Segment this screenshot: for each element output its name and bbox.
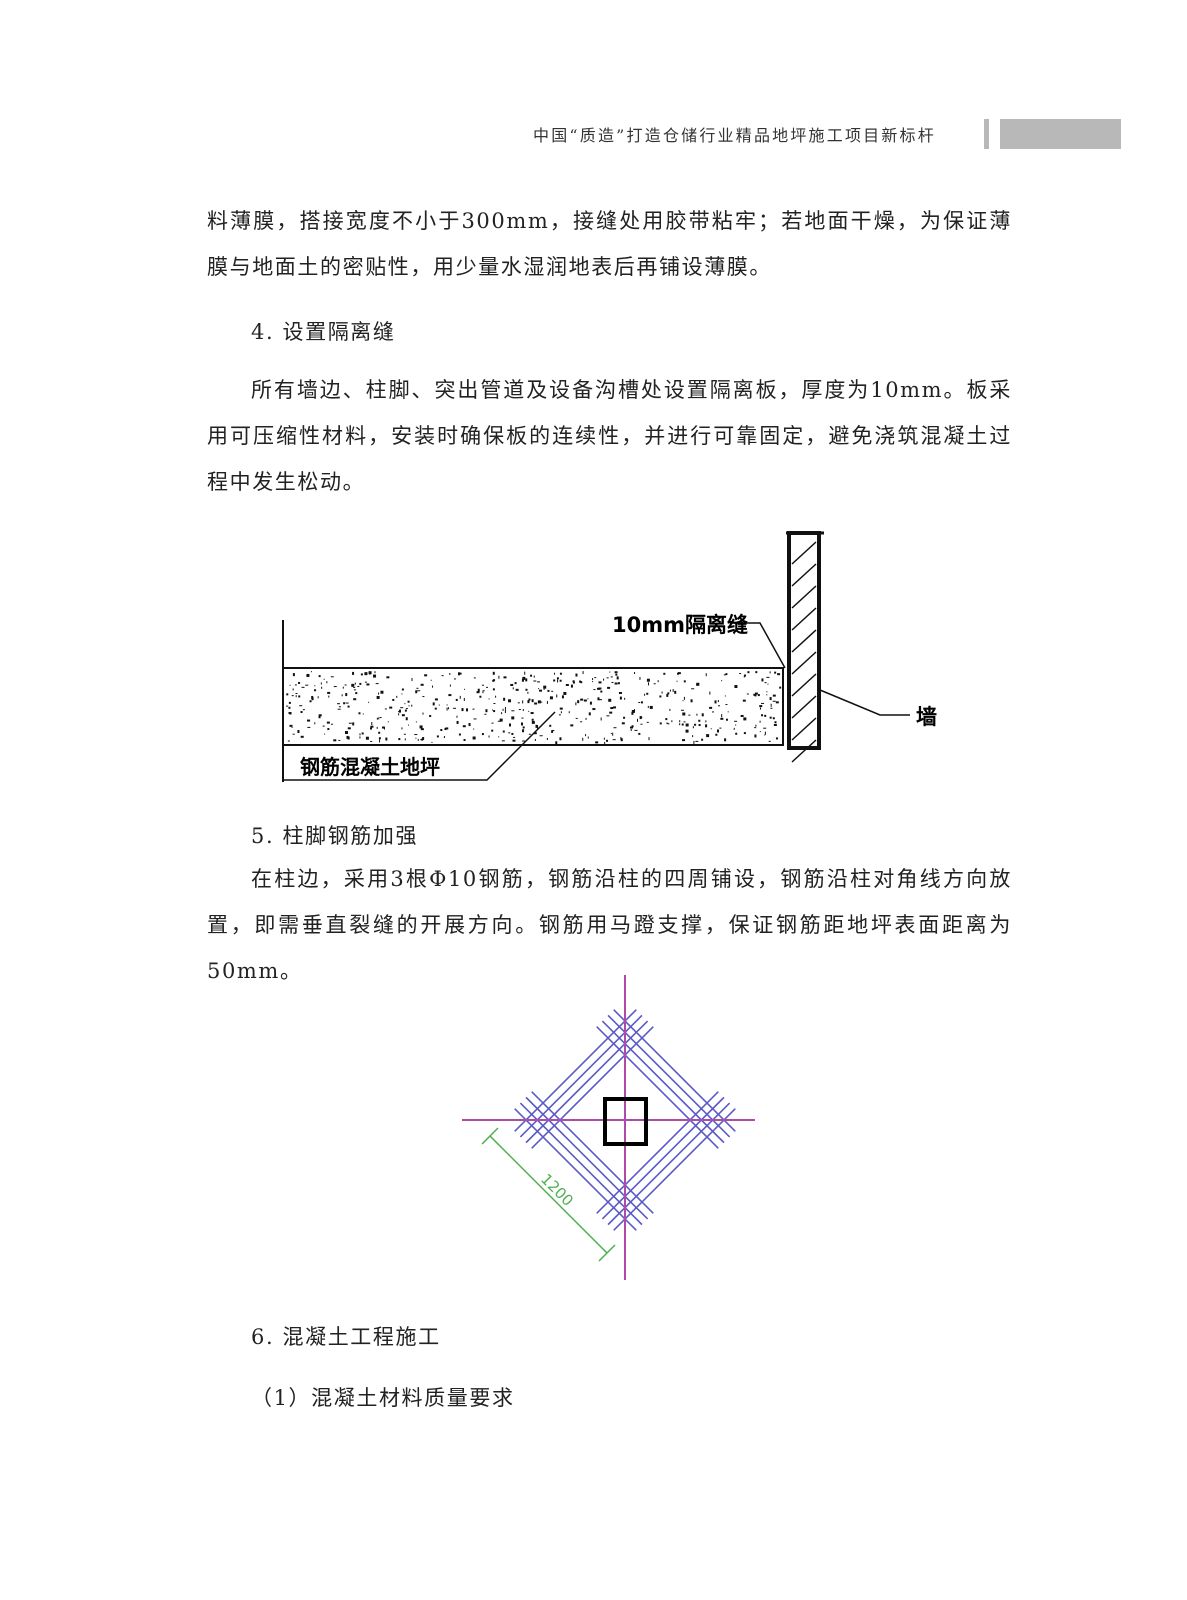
rebar-bar: [514, 1108, 637, 1231]
gap-label: 10mm隔离缝: [612, 613, 748, 637]
rebar-bar: [525, 1020, 649, 1144]
slab-label: 钢筋混凝土地坪: [300, 755, 440, 779]
section-heading-5: 5. 柱脚钢筋加强: [251, 824, 419, 848]
rebar-bar: [519, 1102, 643, 1226]
rebar-bar: [531, 1091, 654, 1214]
rebar-bar: [613, 1009, 736, 1132]
paragraph: 所有墙边、柱脚、突出管道及设备沟槽处设置隔离板，厚度为10mm。板采用可压缩性材…: [207, 378, 1012, 494]
subsection-heading: （1）混凝土材料质量要求: [251, 1386, 515, 1410]
rebar-bar: [514, 1009, 637, 1132]
rebar-bar: [601, 1096, 725, 1220]
wall-label: 墙: [916, 705, 937, 729]
running-header: 中国“质造”打造仓储行业精品地坪施工项目新标杆: [533, 126, 936, 145]
rebar-bar: [519, 1014, 643, 1138]
rebar-bar: [607, 1014, 731, 1138]
header-decoration: [1000, 119, 1121, 149]
section-heading-6: 6. 混凝土工程施工: [251, 1325, 441, 1349]
rebar-bar: [596, 1091, 719, 1214]
paragraph: 在柱边，采用3根Φ10钢筋，钢筋沿柱的四周铺设，钢筋沿柱对角线方向放置，即需垂直…: [207, 867, 1012, 983]
rebar-bar: [596, 1026, 719, 1149]
concrete-slab: [282, 667, 784, 746]
rebar-bar: [613, 1108, 736, 1231]
paragraph: 料薄膜，搭接宽度不小于300mm，接缝处用胶带粘牢；若地面干燥，为保证薄膜与地面…: [207, 209, 1012, 279]
header-divider: [984, 119, 989, 149]
section-heading-4: 4. 设置隔离缝: [251, 320, 396, 344]
rebar-bar: [531, 1026, 654, 1149]
rebar-bar: [601, 1020, 725, 1144]
rebar-bar: [525, 1096, 649, 1220]
rebar-bar: [607, 1102, 731, 1226]
column: [603, 1097, 648, 1146]
